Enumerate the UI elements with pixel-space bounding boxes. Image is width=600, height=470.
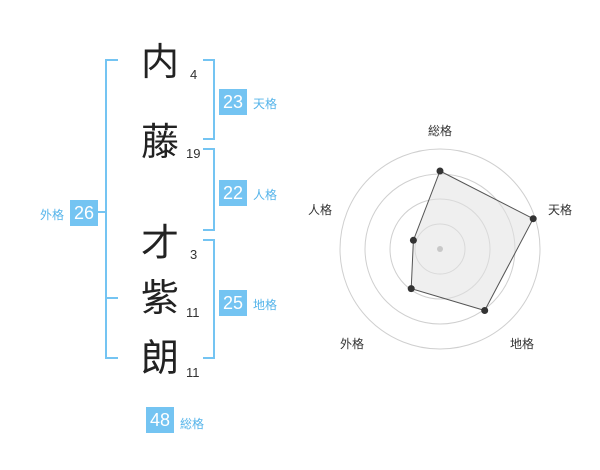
radar-point-3	[481, 307, 489, 314]
name-char-3: 才	[141, 221, 180, 265]
stroke-count-2: 19	[186, 146, 201, 161]
chikaku-bracket	[203, 239, 215, 359]
soukaku-label: 総格	[180, 417, 205, 431]
chikaku-label: 地格	[253, 298, 278, 312]
name-char-1: 内	[141, 40, 180, 84]
radar-area	[410, 170, 534, 312]
radar-axis-label-5: 人格	[308, 203, 333, 217]
tenkaku-value-badge: 23	[219, 89, 247, 115]
radar-point-2	[529, 215, 537, 223]
stroke-count-1: 4	[190, 67, 198, 82]
name-char-5: 朗	[141, 336, 180, 380]
radar-axis-label-2: 天格	[548, 203, 573, 217]
name-char-4: 紫	[141, 276, 180, 320]
tenkaku-label: 天格	[253, 97, 278, 111]
gaikaku-label: 外格	[40, 208, 65, 222]
radar-point-1	[436, 167, 444, 175]
name-char-2: 藤	[141, 120, 180, 164]
radar-axis-label-3: 地格	[510, 337, 535, 351]
gaikaku-value-badge: 26	[70, 200, 98, 226]
jinkaku-bracket	[203, 148, 215, 231]
radar-center-dot	[437, 246, 443, 252]
radar-point-4	[407, 285, 415, 293]
radar-point-5	[409, 236, 417, 244]
chikaku-value-badge: 25	[219, 290, 247, 316]
jinkaku-label: 人格	[253, 188, 278, 202]
gaikaku-bracket	[105, 59, 118, 359]
radar-axis-label-1: 総格	[428, 124, 453, 138]
stroke-count-3: 3	[190, 247, 198, 262]
stroke-count-4: 11	[186, 305, 200, 320]
radar-ring-4	[339, 148, 541, 350]
tenkaku-bracket	[203, 59, 215, 140]
soukaku-value-badge: 48	[146, 407, 174, 433]
jinkaku-value-badge: 22	[219, 180, 247, 206]
radar-axis-label-4: 外格	[340, 337, 365, 351]
stroke-count-5: 11	[186, 365, 200, 380]
